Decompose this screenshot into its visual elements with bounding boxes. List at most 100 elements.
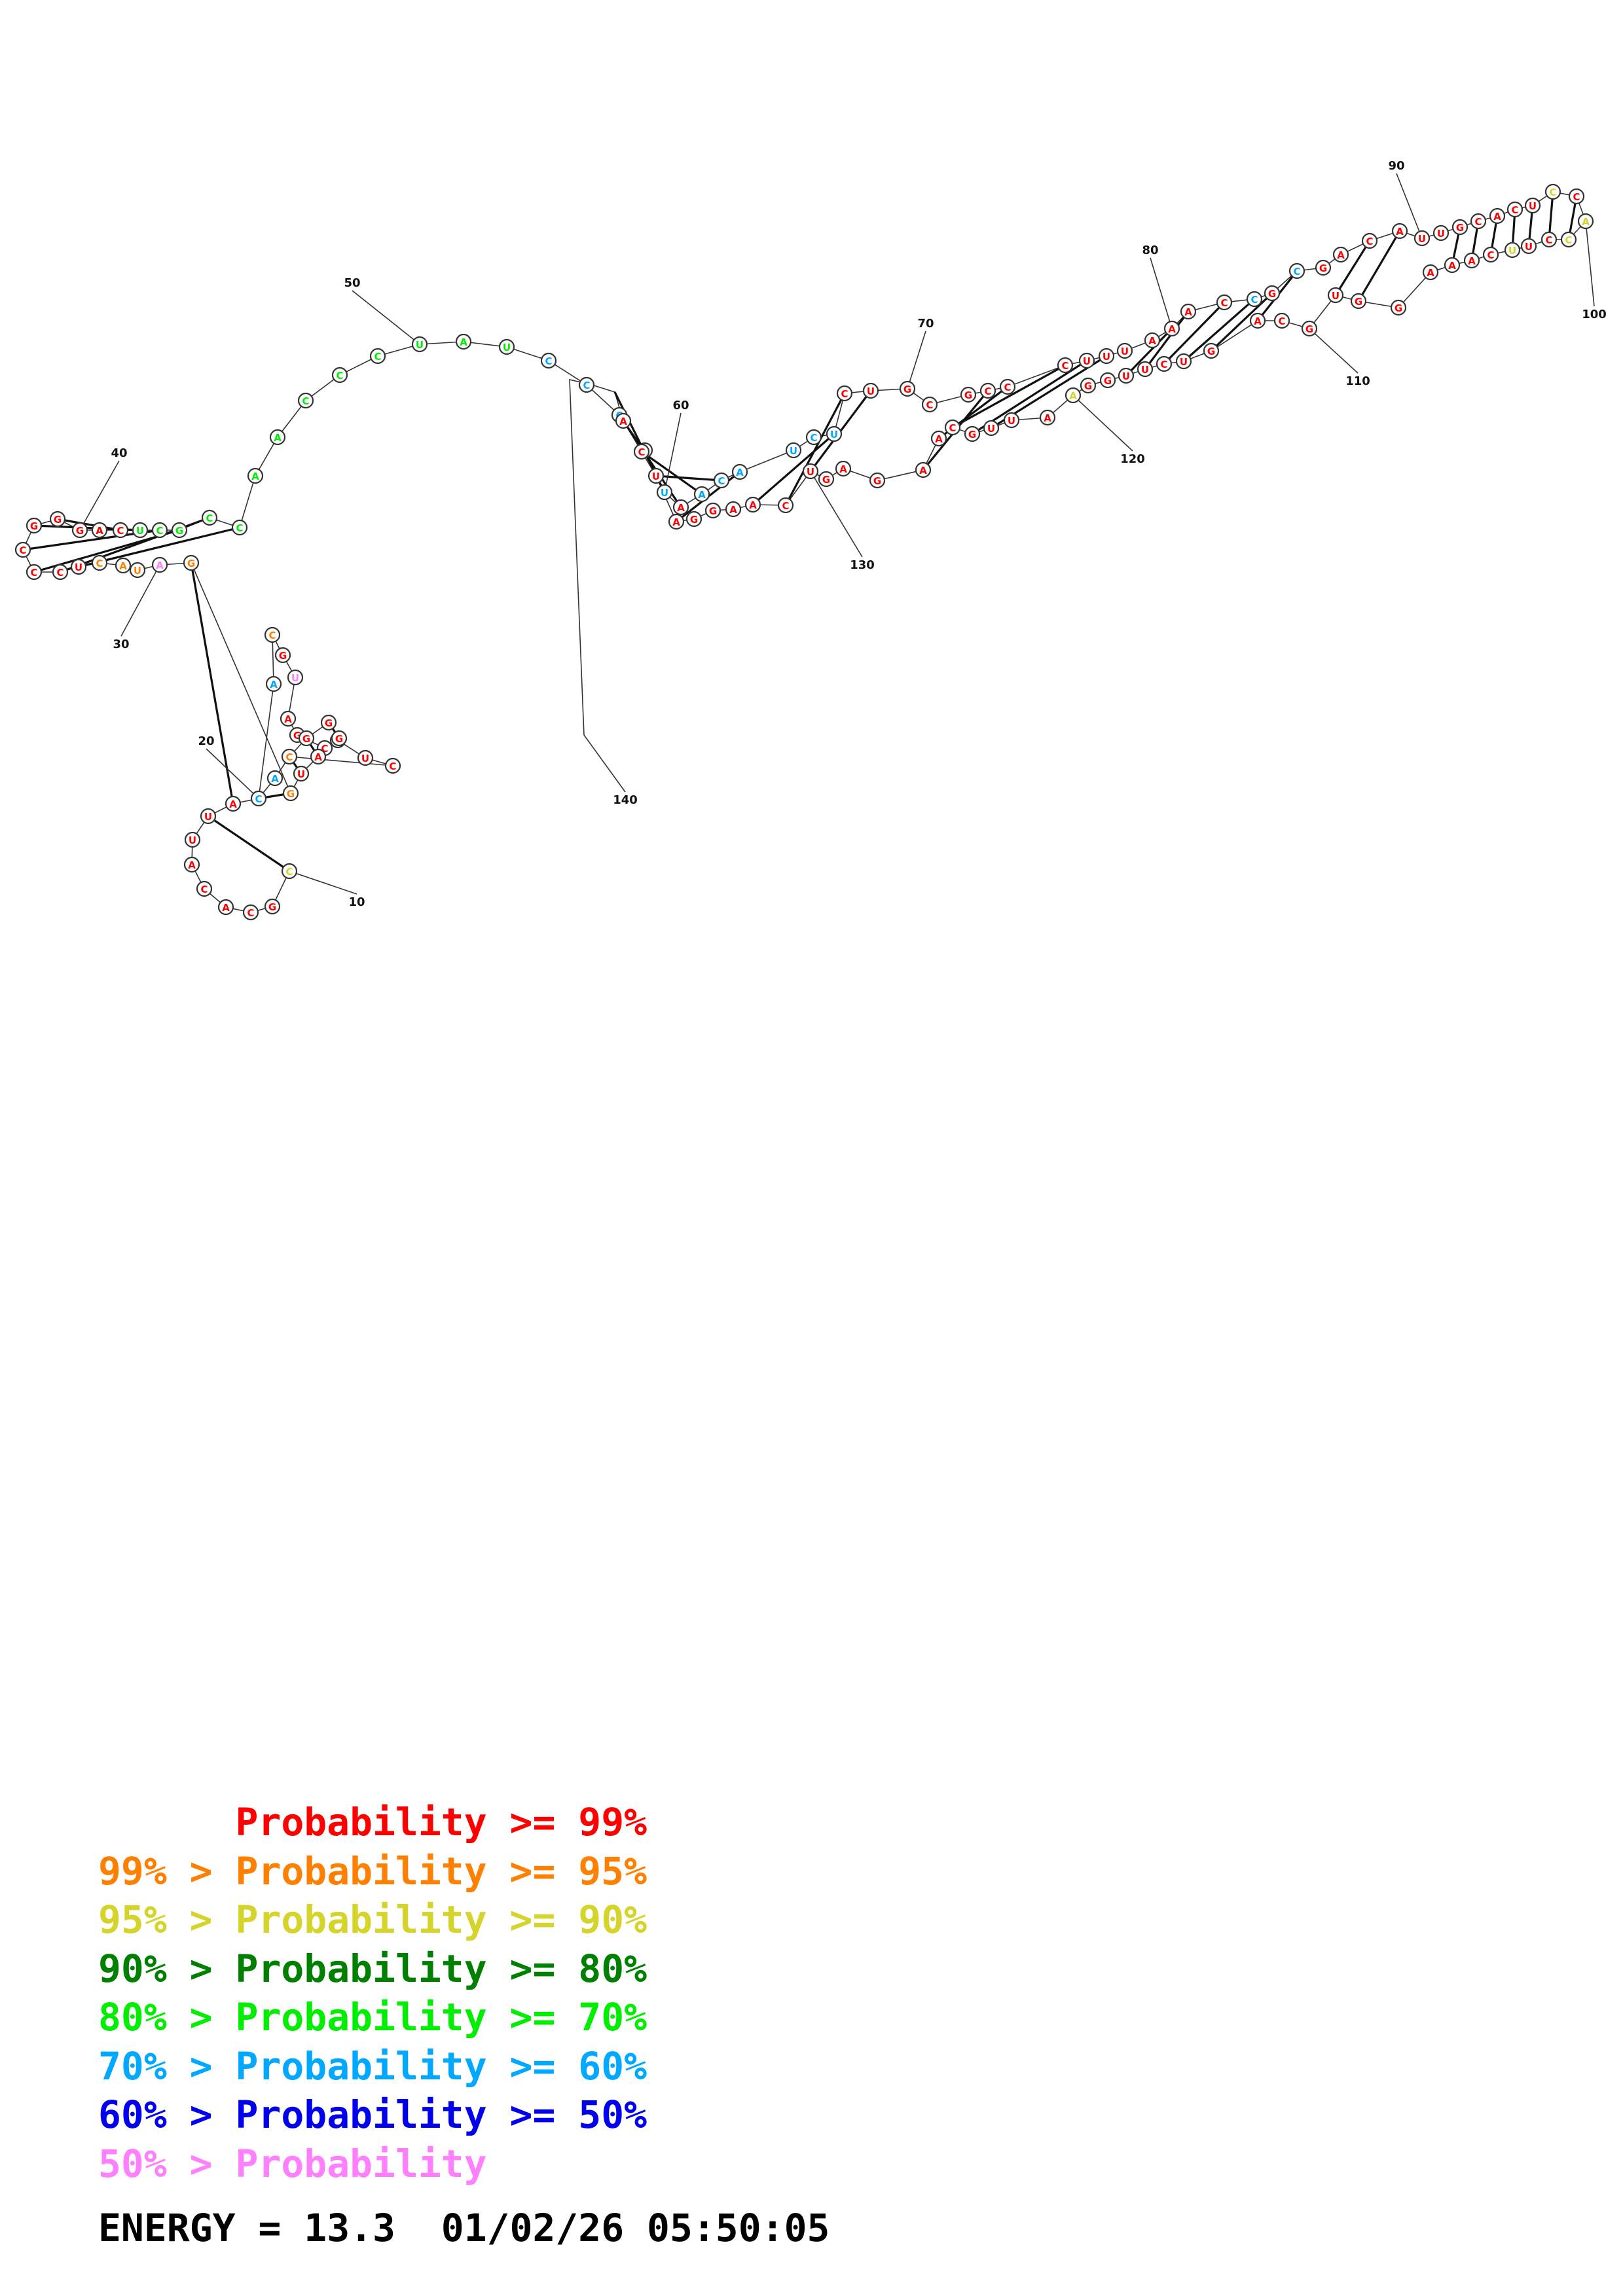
nucleotide-letter: C	[206, 512, 213, 524]
nucleotide-circle	[915, 461, 932, 478]
nucleotide-circle	[1332, 246, 1349, 263]
base-pair-bond	[752, 433, 835, 506]
base-pair-bond	[784, 393, 846, 506]
nucleotide-circle	[1098, 348, 1115, 365]
position-label: 110	[1345, 374, 1370, 388]
nucleotide-letter: C	[1160, 359, 1167, 370]
nucleotide-circle	[685, 511, 702, 528]
nucleotide-circle	[1216, 294, 1233, 311]
base-pair-bond	[190, 562, 234, 804]
position-label: 90	[1388, 159, 1404, 173]
nucleotide-letter: G	[335, 733, 343, 745]
nucleotide-circle	[183, 554, 200, 571]
nucleotide-circle	[1470, 213, 1487, 230]
nucleotide: G	[264, 898, 281, 915]
nucleotide-letter: C	[718, 475, 725, 487]
nucleotide-circle	[129, 562, 146, 579]
legend-row: 50% > Probability	[98, 2140, 647, 2189]
nucleotide-circle	[201, 509, 218, 526]
nucleotide-letter: C	[1293, 266, 1300, 278]
nucleotide-circle	[818, 471, 835, 488]
legend-text: Probability >= 60%	[235, 2043, 647, 2089]
nucleotide-letter: U	[1121, 346, 1129, 357]
nucleotide-letter: U	[661, 487, 668, 499]
nucleotide: C	[777, 497, 794, 514]
nucleotide: G	[49, 511, 66, 528]
nucleotide: A	[269, 429, 286, 446]
nucleotide: U	[802, 463, 819, 480]
nucleotide-letter: A	[96, 525, 103, 537]
nucleotide-circle	[835, 460, 852, 477]
nucleotide-circle	[91, 522, 108, 539]
nucleotide-letter: A	[119, 560, 127, 572]
nucleotide-letter: G	[1207, 346, 1215, 357]
position-tick	[1585, 221, 1595, 307]
nucleotide: G	[1264, 285, 1281, 302]
nucleotide: C	[836, 385, 853, 402]
nucleotide-letter: A	[919, 465, 927, 476]
nucleotide-letter: U	[1122, 370, 1130, 382]
nucleotide: A	[247, 467, 264, 484]
nucleotide-circle	[960, 386, 977, 403]
nucleotide-letter: U	[189, 834, 196, 846]
nucleotide-letter: C	[1565, 234, 1572, 246]
nucleotide-letter: G	[1305, 323, 1313, 335]
nucleotide-letter: C	[1250, 294, 1258, 306]
nucleotide-circle	[1264, 285, 1281, 302]
nucleotide-letter: G	[968, 429, 976, 440]
position-tick	[1072, 395, 1133, 452]
nucleotide-circle	[1273, 312, 1290, 329]
nucleotide-letter: U	[790, 445, 797, 457]
nucleotide-letter: G	[873, 475, 881, 487]
nucleotide-letter: C	[984, 386, 991, 397]
nucleotide: A	[915, 461, 932, 478]
nucleotide: U	[656, 484, 673, 501]
nucleotide-letter: A	[270, 679, 278, 691]
nucleotide-circle	[287, 669, 304, 686]
base-pair-bond	[1182, 298, 1256, 363]
nucleotide-letter: U	[1525, 241, 1533, 253]
legend-row: 99% > Probability >= 95%	[98, 1847, 647, 1896]
nucleotide: A	[1463, 252, 1480, 269]
legend-prefix: 60% >	[98, 2092, 236, 2137]
nucleotide: C	[242, 904, 259, 921]
nucleotide-circle	[744, 496, 761, 513]
nucleotide: C	[1216, 294, 1233, 311]
nucleotide-circle	[1568, 188, 1585, 205]
nucleotide: U	[1504, 242, 1521, 259]
nucleotide-circle	[455, 333, 472, 350]
nucleotide-letter: C	[1474, 216, 1482, 228]
nucleotide-letter: U	[867, 386, 875, 397]
nucleotide-letter: C	[236, 522, 243, 534]
base-pair-bond	[1210, 292, 1273, 352]
nucleotide-circle	[725, 501, 742, 518]
nucleotide: C	[201, 509, 218, 526]
nucleotide: G	[869, 472, 886, 489]
nucleotide-letter: C	[1573, 191, 1580, 203]
backbone-connector	[289, 756, 393, 766]
nucleotide: U	[1078, 352, 1095, 369]
base-pair-bond	[1163, 301, 1226, 365]
nucleotide: U	[498, 338, 515, 355]
nucleotide-circle	[196, 880, 213, 897]
nucleotide: C	[231, 519, 248, 536]
nucleotide-letter: C	[1278, 315, 1285, 327]
nucleotide-circle	[1544, 183, 1561, 200]
nucleotide-circle	[1560, 231, 1577, 248]
nucleotide-circle	[578, 376, 595, 393]
nucleotide-letter: A	[1069, 390, 1077, 402]
nucleotide-letter: A	[736, 467, 744, 478]
nucleotide-letter: A	[1493, 211, 1501, 223]
legend-prefix: 99% >	[98, 1848, 236, 1893]
nucleotide: C	[1361, 232, 1378, 249]
nucleotide-circle	[151, 522, 168, 539]
nucleotide-circle	[151, 556, 168, 573]
nucleotide: A	[725, 501, 742, 518]
nucleotide-letter: A	[1044, 412, 1051, 424]
nucleotide-letter: C	[200, 884, 208, 895]
nucleotide-circle	[274, 647, 291, 664]
legend-text: Probability >= 50%	[235, 2092, 647, 2137]
nucleotide-letter: G	[1319, 262, 1327, 274]
nucleotide-circle	[384, 757, 401, 774]
nucleotide-circle	[1180, 303, 1197, 320]
